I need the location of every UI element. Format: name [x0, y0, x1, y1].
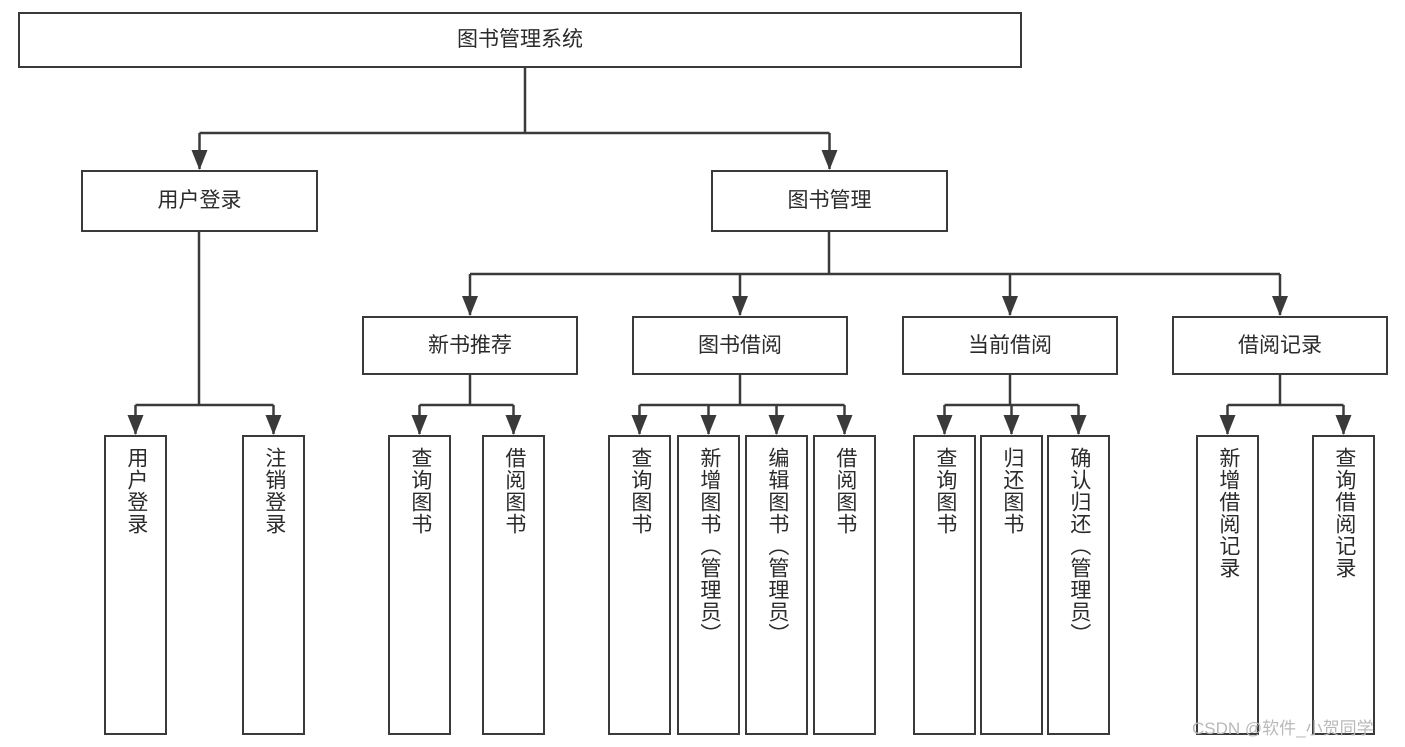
arrow-head-icon: [127, 415, 144, 435]
node-label: 借阅图书: [833, 447, 857, 535]
node-label: 查询图书: [408, 447, 432, 535]
node-borrowlog: 借阅记录: [1172, 316, 1388, 375]
node-bookmgmt: 图书管理: [711, 170, 948, 232]
node-l-userlogin: 用户登录: [104, 435, 167, 735]
node-currborrow: 当前借阅: [902, 316, 1118, 375]
node-label: 图书管理: [787, 189, 872, 213]
arrow-head-icon: [1219, 415, 1236, 435]
arrow-head-icon: [700, 415, 717, 435]
node-label: 查询图书: [933, 447, 957, 535]
node-label: 查询借阅记录: [1332, 447, 1356, 579]
arrow-head-icon: [1272, 296, 1288, 316]
arrow-head-icon: [732, 296, 748, 316]
arrow-head-icon: [411, 415, 428, 435]
arrow-head-icon: [505, 415, 522, 435]
node-l-confirm: 确认归还（管理员）: [1047, 435, 1110, 735]
arrow-head-icon: [265, 415, 282, 435]
node-root: 图书管理系统: [18, 12, 1022, 68]
node-borrowbook: 图书借阅: [632, 316, 848, 375]
node-l-q1: 查询图书: [388, 435, 451, 735]
arrow-head-icon: [1070, 415, 1087, 435]
arrow-head-icon: [1002, 296, 1018, 316]
node-label: 借阅图书: [502, 447, 526, 535]
node-label: 新增图书（管理员）: [697, 447, 721, 645]
node-label: 用户登录: [124, 447, 148, 535]
node-l-logout: 注销登录: [242, 435, 305, 735]
arrow-head-icon: [1003, 415, 1020, 435]
node-label: 当前借阅: [968, 333, 1052, 357]
node-label: 图书管理系统: [457, 28, 583, 52]
node-newbook: 新书推荐: [362, 316, 578, 375]
arrow-head-icon: [631, 415, 648, 435]
node-label: 查询图书: [628, 447, 652, 535]
node-l-return: 归还图书: [980, 435, 1043, 735]
node-label: 确认归还（管理员）: [1067, 447, 1091, 645]
node-label: 用户登录: [157, 189, 242, 213]
node-l-qlog: 查询借阅记录: [1312, 435, 1375, 735]
node-label: 归还图书: [1000, 447, 1024, 535]
arrow-head-icon: [768, 415, 785, 435]
node-l-b2: 借阅图书: [813, 435, 876, 735]
node-label: 编辑图书（管理员）: [765, 447, 789, 645]
node-l-edit: 编辑图书（管理员）: [745, 435, 808, 735]
node-label: 新增借阅记录: [1216, 447, 1240, 579]
watermark: CSDN @软件_小贺同学: [1192, 719, 1374, 738]
arrow-head-icon: [936, 415, 953, 435]
node-label: 新书推荐: [428, 333, 512, 357]
node-l-q3: 查询图书: [913, 435, 976, 735]
arrow-head-icon: [462, 296, 478, 316]
node-label: 图书借阅: [698, 333, 782, 357]
node-l-addlog: 新增借阅记录: [1196, 435, 1259, 735]
arrow-head-icon: [821, 150, 838, 170]
node-label: 注销登录: [262, 447, 286, 535]
arrow-head-icon: [836, 415, 853, 435]
node-l-q2: 查询图书: [608, 435, 671, 735]
node-login: 用户登录: [81, 170, 318, 232]
node-l-b1: 借阅图书: [482, 435, 545, 735]
node-label: 借阅记录: [1238, 333, 1322, 357]
arrow-head-icon: [191, 150, 208, 170]
arrow-head-icon: [1335, 415, 1352, 435]
node-l-add: 新增图书（管理员）: [677, 435, 740, 735]
